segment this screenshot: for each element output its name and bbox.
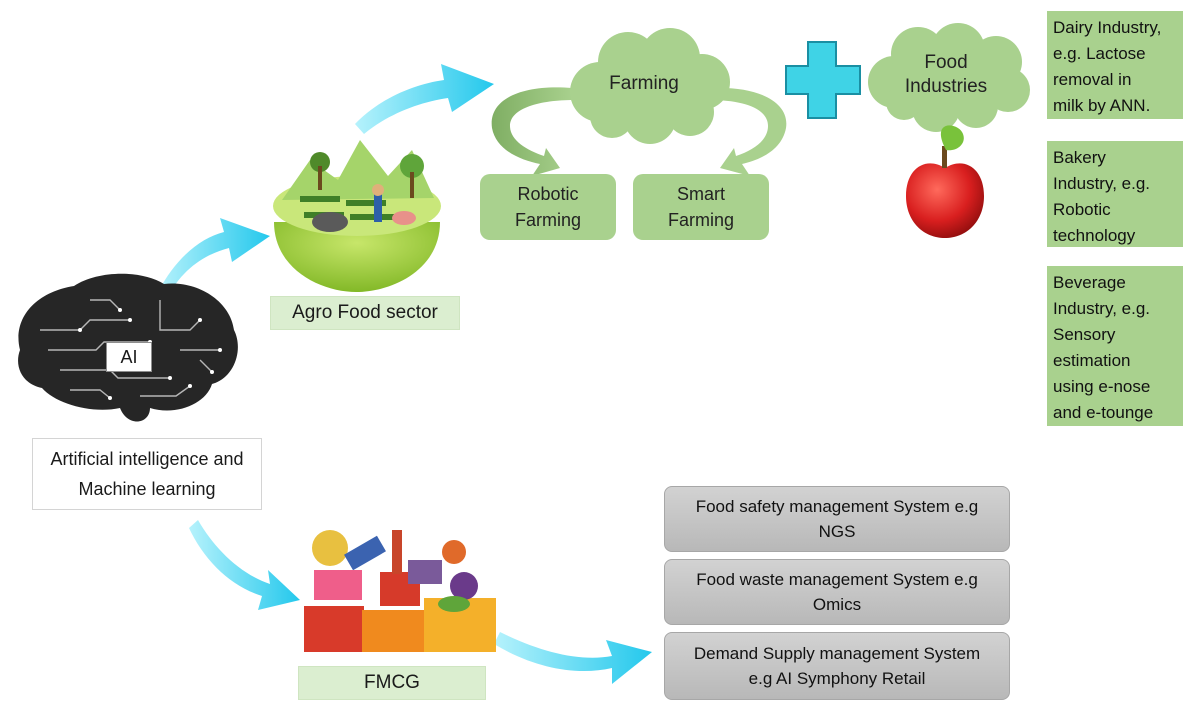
fmcg-products-icon: [304, 530, 496, 652]
agro-food-label: Agro Food sector: [270, 296, 460, 330]
plus-icon: [785, 41, 861, 119]
ai-ml-line1: Artificial intelligence and: [50, 449, 244, 469]
farming-text: Farming: [609, 73, 679, 94]
beverage-line: and e-tounge: [1053, 403, 1154, 422]
food-industries-cloud: [868, 23, 1030, 132]
robotic-farming-box: Robotic Farming: [480, 174, 616, 240]
fmcg-label: FMCG: [298, 666, 486, 700]
bakery-line: Robotic: [1053, 200, 1111, 219]
curved-arrow-to-robotic: [491, 87, 574, 176]
smart-farming-box: Smart Farming: [633, 174, 769, 240]
arrow-ai-to-agro: [158, 218, 270, 300]
ai-ml-box: Artificial intelligence and Machine lear…: [32, 438, 262, 510]
arrow-fmcg-to-systems: [494, 632, 652, 684]
beverage-line: Sensory: [1053, 325, 1116, 344]
fmcg-text: FMCG: [364, 672, 420, 693]
robotic-farming-line1: Robotic: [517, 184, 579, 204]
food-waste-line1: Food waste management System e.g: [696, 570, 978, 589]
curved-arrow-to-smart: [710, 87, 787, 176]
food-industries-line2: Industries: [904, 76, 988, 97]
dairy-line: Dairy Industry,: [1053, 18, 1162, 37]
food-safety-line1: Food safety management System e.g: [695, 497, 979, 516]
beverage-line: estimation: [1053, 351, 1131, 370]
dairy-line: milk by ANN.: [1053, 96, 1151, 115]
bakery-line: technology: [1053, 226, 1136, 245]
food-industries-line1: Food: [924, 52, 968, 73]
beverage-industry-box: Beverage Industry, e.g. Sensory estimati…: [1047, 266, 1183, 426]
farming-cloud: [570, 28, 730, 144]
beverage-line: Beverage: [1053, 273, 1126, 292]
demand-supply-system-box: Demand Supply management System e.g AI S…: [664, 632, 1010, 700]
beverage-line: Industry, e.g.: [1053, 299, 1151, 318]
bakery-line: Industry, e.g.: [1053, 174, 1151, 193]
beverage-line: using e-nose: [1053, 377, 1151, 396]
farming-label: Farming: [592, 70, 696, 98]
robotic-farming-line2: Farming: [514, 210, 581, 230]
food-waste-line2: Omics: [812, 595, 862, 614]
farm-bowl-icon: [273, 140, 441, 292]
arrow-agro-to-farming: [355, 64, 494, 134]
smart-farming-line1: Smart: [676, 184, 725, 204]
smart-farming-line2: Farming: [667, 210, 734, 230]
dairy-line: removal in: [1053, 70, 1132, 89]
food-waste-system-box: Food waste management System e.g Omics: [664, 559, 1010, 625]
agro-food-text: Agro Food sector: [292, 302, 438, 323]
bakery-industry-box: Bakery Industry, e.g. Robotic technology: [1047, 141, 1183, 247]
food-safety-system-box: Food safety management System e.g NGS: [664, 486, 1010, 552]
demand-supply-line2: e.g AI Symphony Retail: [748, 669, 926, 688]
ai-label: AI: [106, 342, 152, 372]
ai-text: AI: [120, 346, 138, 367]
bakery-line: Bakery: [1053, 148, 1106, 167]
food-safety-line2: NGS: [818, 522, 856, 541]
food-industries-label: Food Industries: [890, 50, 1002, 100]
demand-supply-line1: Demand Supply management System: [693, 644, 981, 663]
ai-ml-line2: Machine learning: [78, 479, 216, 499]
dairy-industry-box: Dairy Industry, e.g. Lactose removal in …: [1047, 11, 1183, 119]
dairy-line: e.g. Lactose: [1053, 44, 1146, 63]
arrow-ai-to-fmcg: [189, 520, 300, 610]
apple-icon: [906, 125, 984, 238]
